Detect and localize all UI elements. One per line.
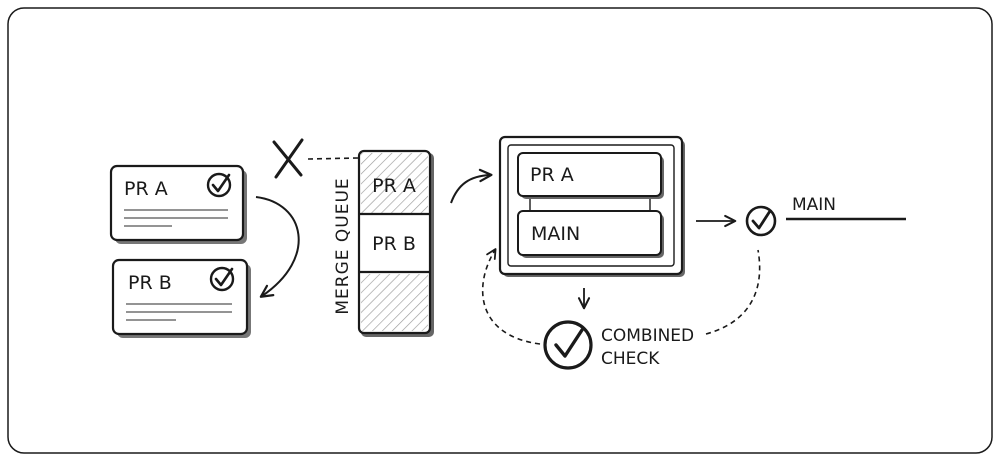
queue-slot-1-label: PR A xyxy=(372,175,416,197)
combined-check-line2: CHECK xyxy=(601,349,660,369)
check-circle-icon xyxy=(206,172,232,198)
build-main-label: MAIN xyxy=(531,223,580,245)
merge-queue-label: MERGE QUEUE xyxy=(333,177,353,314)
x-mark-icon xyxy=(272,138,304,179)
reorder-arrow xyxy=(255,196,300,298)
combined-build-box: PR A MAIN xyxy=(498,135,685,277)
combined-check-icon xyxy=(543,320,593,370)
main-check-icon xyxy=(745,205,777,237)
merge-queue-stack: PR A PR B xyxy=(357,149,434,337)
queue-slot-3 xyxy=(361,274,428,331)
pr-a-card: PR A xyxy=(109,164,247,244)
pr-b-card: PR B xyxy=(111,258,251,338)
pr-b-label: PR B xyxy=(128,272,172,294)
queue-to-build-arrow xyxy=(450,168,493,204)
pr-a-label: PR A xyxy=(124,178,168,200)
build-pr-a-label: PR A xyxy=(530,164,574,186)
main-branch-label: MAIN xyxy=(792,195,836,215)
combined-check-line1: COMBINED xyxy=(601,326,694,346)
check-to-main-dashed xyxy=(705,249,761,335)
queue-slot-1 xyxy=(361,153,428,213)
feedback-loop-arrow xyxy=(481,248,541,345)
queue-slot-2-label: PR B xyxy=(372,233,416,255)
check-circle-icon xyxy=(209,266,235,292)
